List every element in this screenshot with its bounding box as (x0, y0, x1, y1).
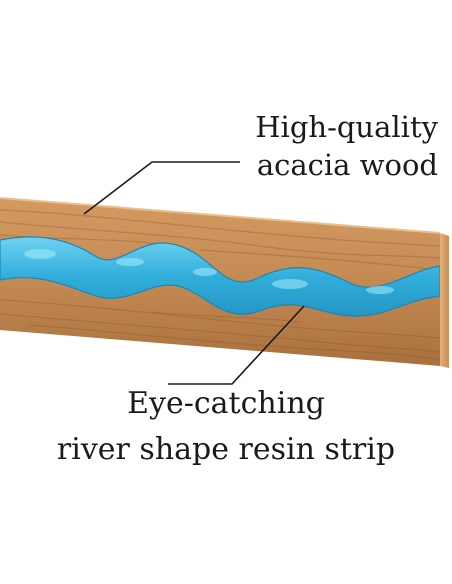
leader-line-top (83, 161, 240, 215)
resin-highlights (24, 249, 394, 294)
leader-line-bottom (168, 305, 305, 385)
wood-grain (0, 209, 440, 361)
caption-resin-line-2: river shape resin strip (56, 432, 396, 467)
caption-resin-line-1: Eye-catching (127, 386, 325, 421)
resin-strip (0, 236, 440, 317)
wood-board-end (440, 233, 449, 368)
board-top-edge (0, 197, 441, 234)
caption-wood-line-1: High-quality (255, 110, 438, 144)
caption-wood-line-2: acacia wood (256, 148, 438, 182)
